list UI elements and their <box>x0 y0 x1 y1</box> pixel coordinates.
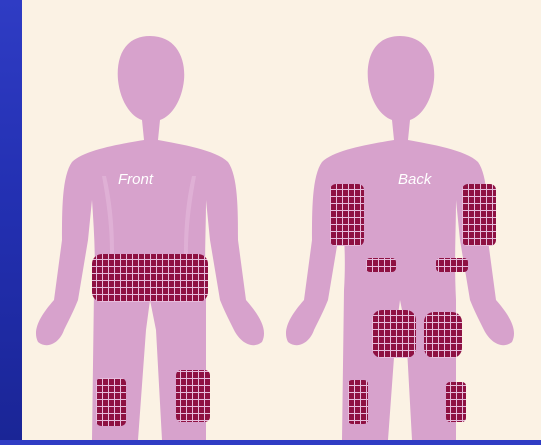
back-left-upper-arm-site <box>330 184 364 246</box>
back-label: Back <box>398 171 431 188</box>
back-right-thigh-site <box>446 382 466 422</box>
back-right-upper-arm-site <box>462 184 496 246</box>
back-right-lower-back-site <box>436 258 468 272</box>
back-left-buttock-site <box>372 310 416 358</box>
front-label: Front <box>118 171 153 188</box>
back-left-thigh-site <box>348 380 368 424</box>
back-right-buttock-site <box>424 312 462 358</box>
back-left-lower-back-site <box>366 258 396 272</box>
front-left-thigh-site <box>96 378 126 426</box>
front-right-thigh-site <box>176 370 210 422</box>
front-abdomen-site <box>92 254 208 302</box>
